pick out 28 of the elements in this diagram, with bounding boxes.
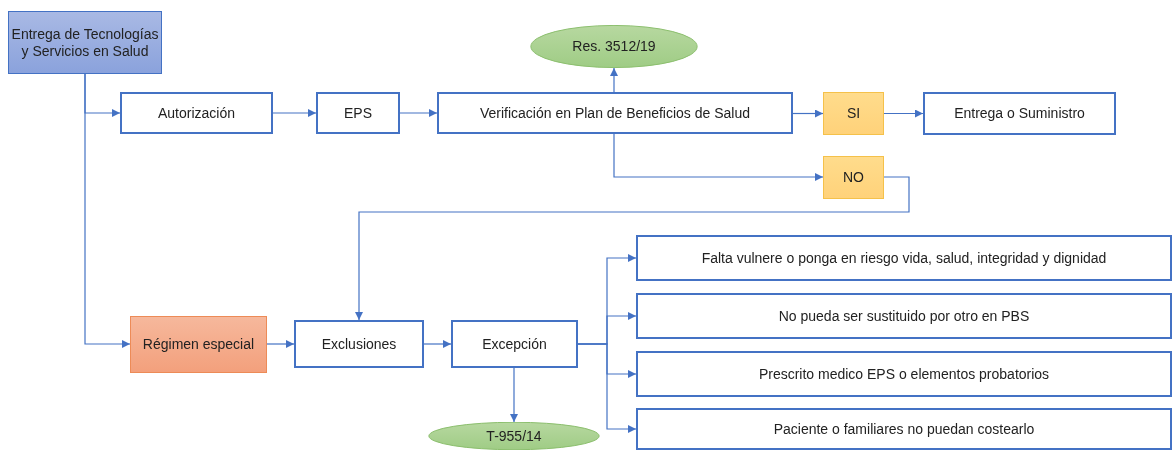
node-label: Res. 3512/19 bbox=[571, 38, 657, 55]
process-box: Verificación en Plan de Beneficios de Salud bbox=[437, 92, 793, 134]
connector-arrow bbox=[266, 340, 295, 348]
process-box: Exclusiones bbox=[294, 320, 424, 368]
process-box: Entrega o Suministro bbox=[923, 92, 1116, 135]
connector-arrow bbox=[792, 109, 824, 118]
connector-arrow bbox=[577, 343, 637, 433]
process-box: Excepción bbox=[451, 320, 578, 368]
connector-arrow bbox=[510, 367, 518, 423]
process-box: Autorización bbox=[120, 92, 273, 134]
connector-arrow bbox=[423, 340, 452, 348]
decision-box: SI bbox=[823, 92, 884, 135]
process-box: EPS bbox=[316, 92, 400, 134]
process-box: Paciente o familiares no puedan costearlo bbox=[636, 408, 1172, 450]
process-box: Falta vulnere o ponga en riesgo vida, salud, integridad y dignidad bbox=[636, 235, 1172, 281]
connector-arrow bbox=[883, 109, 924, 118]
connector-arrow bbox=[272, 109, 317, 117]
connector-arrow bbox=[613, 133, 824, 181]
decision-box: NO bbox=[823, 156, 884, 199]
process-box: Prescrito medico EPS o elementos probatorios bbox=[636, 351, 1172, 397]
process-box: Régimen especial bbox=[130, 316, 267, 373]
connector-arrow bbox=[610, 67, 618, 93]
connector-arrow bbox=[399, 109, 438, 117]
connector-arrow bbox=[84, 73, 131, 348]
connector-arrow bbox=[355, 176, 910, 321]
process-box: Entrega de Tecnologías y Servicios en Salud bbox=[8, 11, 162, 74]
node-label: T-955/14 bbox=[485, 427, 543, 445]
process-box: No pueda ser sustituido por otro en PBS bbox=[636, 293, 1172, 339]
